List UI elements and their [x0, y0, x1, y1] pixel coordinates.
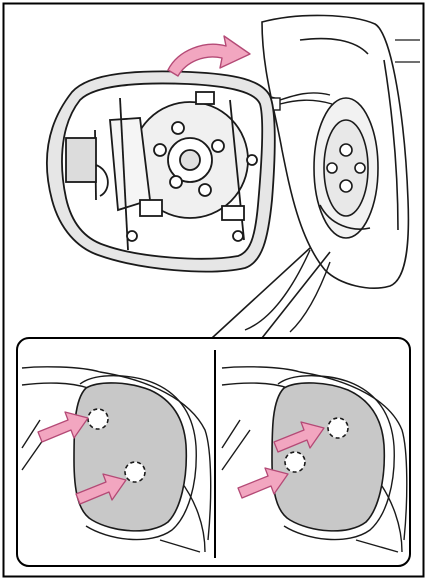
- mirror-glass-left: [74, 383, 186, 531]
- dashed-circle-icon: [125, 462, 145, 482]
- mirror-glass-back: [47, 71, 275, 271]
- dashed-circle-icon: [285, 452, 305, 472]
- inset-panel: [17, 338, 410, 566]
- dashed-circle-icon: [328, 418, 348, 438]
- dashed-circle-icon: [88, 409, 108, 429]
